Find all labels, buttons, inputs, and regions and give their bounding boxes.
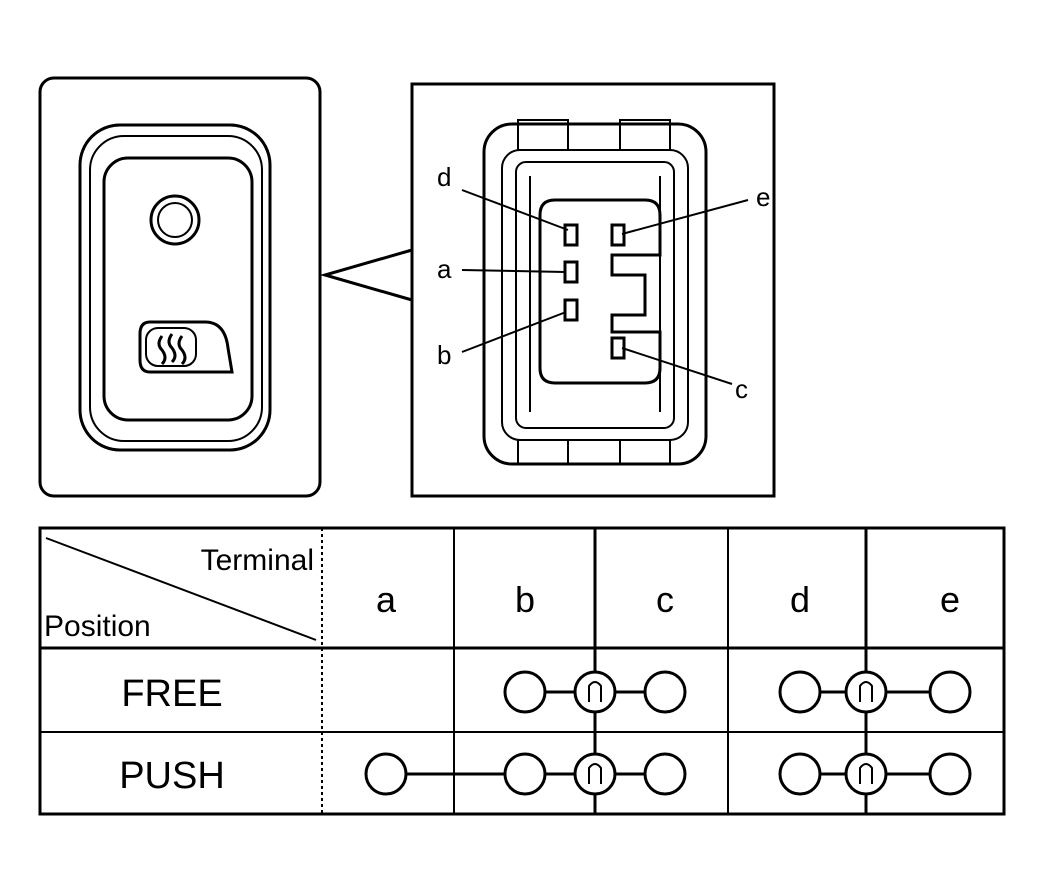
row-label-push: PUSH bbox=[119, 755, 225, 797]
col-header-c: c bbox=[656, 579, 674, 620]
col-header-b: b bbox=[515, 579, 535, 620]
continuity-table bbox=[38, 526, 1006, 816]
terminal-circle-e bbox=[928, 752, 972, 796]
col-header-a: a bbox=[376, 579, 397, 620]
row-label-free: FREE bbox=[121, 673, 222, 715]
terminal-circle-c bbox=[643, 670, 687, 714]
bulb-icon bbox=[844, 752, 888, 796]
label-d: d bbox=[437, 162, 451, 192]
label-a: a bbox=[437, 254, 452, 284]
bulb-filament bbox=[588, 681, 602, 702]
terminal-d-slot bbox=[563, 223, 579, 247]
terminal-circle-e bbox=[928, 670, 972, 714]
bulb-filament bbox=[859, 681, 873, 702]
col-header-d: d bbox=[790, 579, 810, 620]
indicator-lamp-icon bbox=[149, 194, 201, 246]
bulb-icon bbox=[573, 670, 617, 714]
terminal-circle-b bbox=[503, 670, 547, 714]
terminal-circle-d bbox=[778, 670, 822, 714]
label-c: c bbox=[735, 374, 748, 404]
switch-front-view bbox=[38, 76, 322, 498]
header-terminal: Terminal bbox=[201, 544, 314, 577]
col-header-e: e bbox=[940, 579, 960, 620]
defogger-button-icon bbox=[138, 320, 234, 374]
terminal-b-slot bbox=[563, 298, 579, 322]
bulb-icon bbox=[844, 670, 888, 714]
callout-pointer bbox=[319, 248, 413, 302]
terminal-circle-d bbox=[778, 752, 822, 796]
connector-view bbox=[410, 82, 776, 498]
bulb-filament bbox=[588, 763, 602, 784]
terminal-circle-b bbox=[503, 752, 547, 796]
terminal-circle-c bbox=[643, 752, 687, 796]
label-b: b bbox=[437, 340, 451, 370]
terminal-circle-a bbox=[364, 752, 408, 796]
terminal-e-slot bbox=[610, 223, 626, 247]
terminal-a-slot bbox=[563, 260, 579, 284]
label-e: e bbox=[756, 182, 770, 212]
bulb-filament bbox=[859, 763, 873, 784]
bulb-icon bbox=[573, 752, 617, 796]
header-position: Position bbox=[44, 610, 151, 643]
